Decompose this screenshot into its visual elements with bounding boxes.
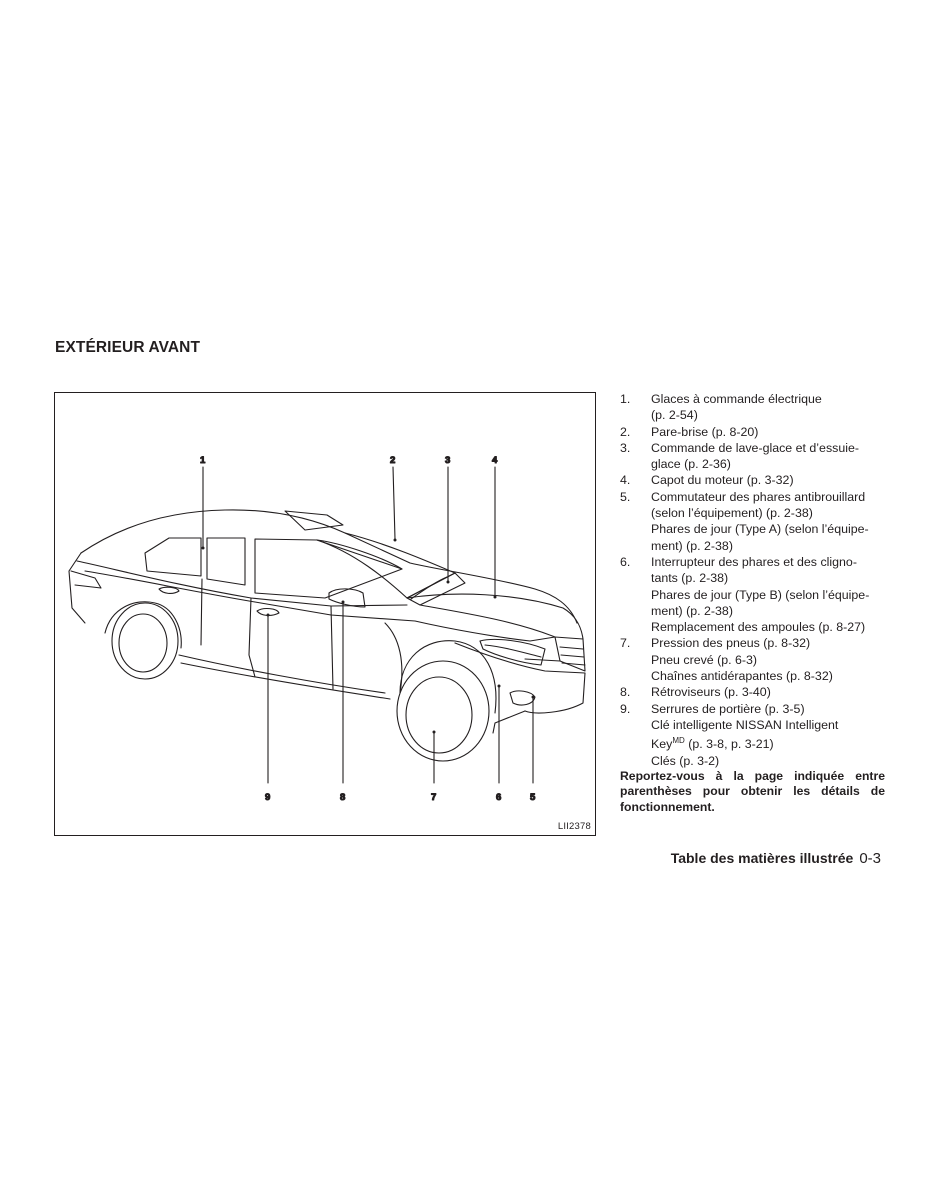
callout-6: 6 xyxy=(496,792,501,803)
item-list: 1. Glaces à commande électrique (p. 2-54… xyxy=(620,391,885,828)
item-text: glace (p. 2-36) xyxy=(651,457,731,472)
item-text: Glaces à commande électrique xyxy=(651,392,822,406)
key-pages: (p. 3-8, p. 3-21) xyxy=(684,737,774,752)
key-superscript: MD xyxy=(672,736,685,746)
figure-code: LII2378 xyxy=(557,821,591,832)
list-item: 4. Capot du moteur (p. 3-32) xyxy=(620,472,885,488)
list-item: 2. Pare-brise (p. 8-20) xyxy=(620,424,885,440)
callout-8: 8 xyxy=(340,792,345,803)
item-text: ment) (p. 2-38) xyxy=(651,603,733,618)
item-text: Pare-brise (p. 8-20) xyxy=(651,424,759,439)
item-text: Phares de jour (Type A) (selon l’équipe- xyxy=(651,522,869,537)
list-item: 5. Commutateur des phares antibrouillard… xyxy=(620,489,885,554)
item-number: 9. xyxy=(620,701,631,716)
item-number: 6. xyxy=(620,554,631,569)
item-text: Pneu crevé (p. 6-3) xyxy=(651,652,758,667)
callout-5: 5 xyxy=(530,792,536,803)
item-number: 2. xyxy=(620,424,631,439)
list-item: 7. Pression des pneus (p. 8-32) Pneu cre… xyxy=(620,635,885,684)
item-number: 3. xyxy=(620,440,631,455)
item-text: Commutateur des phares antibrouillard xyxy=(651,489,866,504)
list-item: 6. Interrupteur des phares et des cligno… xyxy=(620,554,885,635)
item-text: Serrures de portière (p. 3-5) xyxy=(651,701,805,716)
list-item: 1. Glaces à commande électrique (p. 2-54… xyxy=(620,391,885,424)
item-text: KeyMD (p. 3-8, p. 3-21) xyxy=(651,733,885,752)
item-text: Clés (p. 3-2) xyxy=(651,753,720,768)
item-text: Interrupteur des phares et des cligno- xyxy=(651,554,857,569)
list-item: 8. Rétroviseurs (p. 3-40) xyxy=(620,684,885,700)
item-text: Pression des pneus (p. 8-32) xyxy=(651,636,811,651)
callout-lines xyxy=(201,466,535,784)
page-footer: Table des matières illustrée 0-3 xyxy=(671,850,881,867)
section-title: EXTÉRIEUR AVANT xyxy=(55,339,201,356)
item-text: Capot du moteur (p. 3-32) xyxy=(651,473,794,488)
item-text: Chaînes antidérapantes (p. 8-32) xyxy=(651,669,833,684)
callout-9: 9 xyxy=(265,792,270,803)
item-number: 4. xyxy=(620,473,631,488)
list-item: 9. Serrures de portière (p. 3-5) Clé int… xyxy=(620,701,885,769)
callout-4: 4 xyxy=(492,455,498,466)
item-number: 1. xyxy=(620,392,631,406)
item-text: Commande de lave-glace et d’essuie- xyxy=(651,440,859,455)
item-text: Remplacement des ampoules (p. 8-27) xyxy=(651,620,866,635)
vehicle-illustration: 1 2 3 4 9 8 7 6 5 LII2378 xyxy=(54,392,596,836)
page-number: 0-3 xyxy=(859,850,881,867)
item-text: Phares de jour (Type B) (selon l’équipe- xyxy=(651,587,870,602)
item-number: 7. xyxy=(620,636,631,651)
callout-labels: 1 2 3 4 9 8 7 6 5 xyxy=(199,454,536,803)
callout-3: 3 xyxy=(445,455,450,466)
item-text: (selon l’équipement) (p. 2-38) xyxy=(651,506,813,521)
car-drawing xyxy=(68,509,586,762)
callout-7: 7 xyxy=(431,792,436,803)
footer-section-title: Table des matières illustrée xyxy=(670,850,854,866)
item-text: Clé intelligente NISSAN Intelligent xyxy=(651,717,839,732)
reference-note: Reportez-vous à la page indiquée entre p… xyxy=(620,768,885,814)
list-item: 3. Commande de lave-glace et d’essuie- g… xyxy=(620,440,885,473)
item-text: Rétroviseurs (p. 3-40) xyxy=(651,685,771,700)
item-text: tants (p. 2-38) xyxy=(651,571,729,586)
item-number: 5. xyxy=(620,489,631,504)
item-text: (p. 2-54) xyxy=(651,408,698,423)
item-text: ment) (p. 2-38) xyxy=(651,538,733,553)
key-word: Key xyxy=(651,737,673,752)
item-number: 8. xyxy=(620,685,631,700)
callout-2: 2 xyxy=(390,455,395,466)
callout-1: 1 xyxy=(200,455,206,466)
